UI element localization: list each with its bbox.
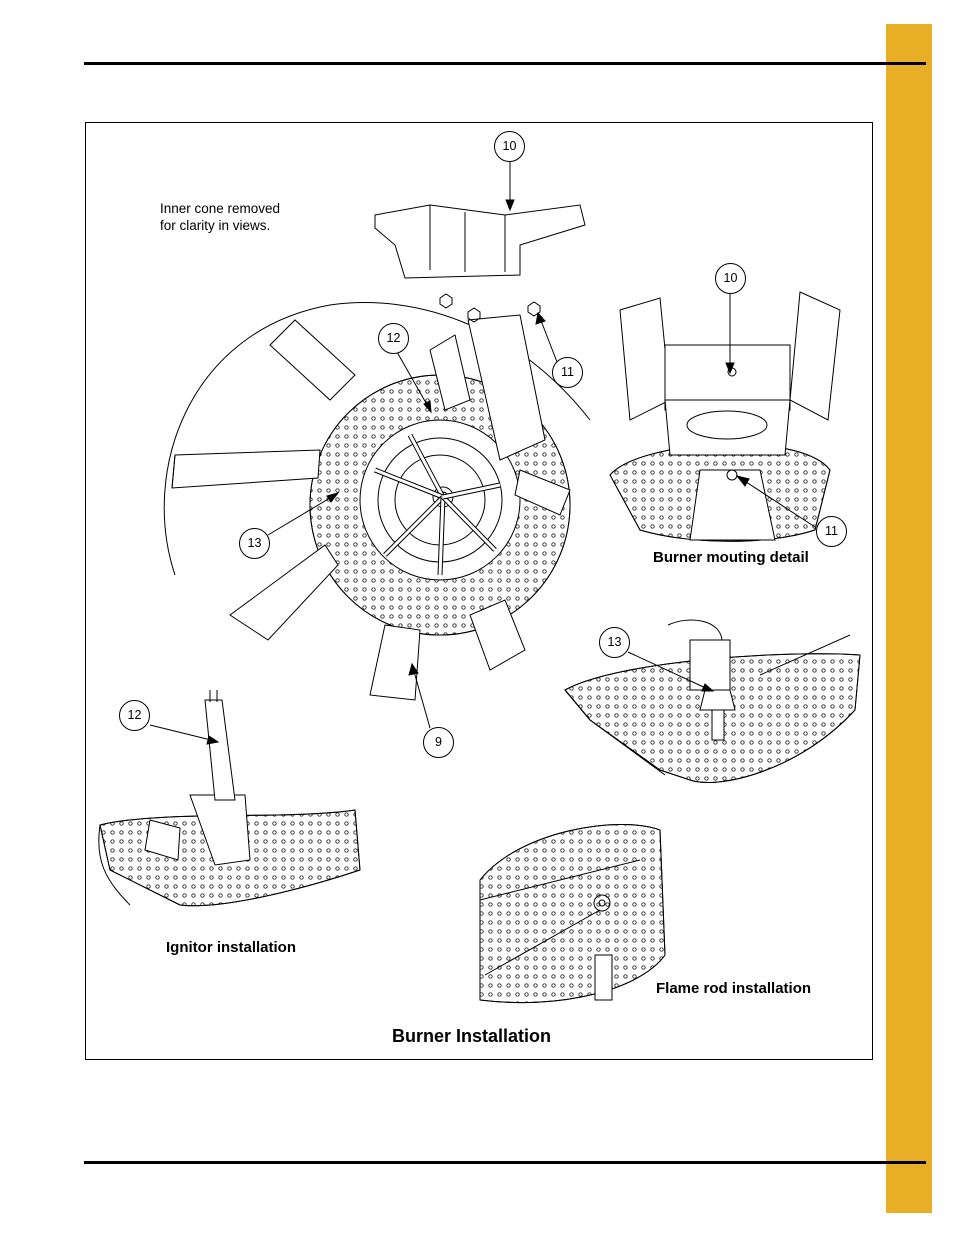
footer-rule (84, 1161, 926, 1164)
leader-lines (149, 161, 816, 745)
flame-rod-installation-view (479, 823, 666, 1004)
clarity-note: Inner cone removed for clarity in views. (160, 200, 280, 234)
callout-10-detail: 10 (715, 263, 746, 294)
callout-11-detail: 11 (816, 516, 847, 547)
section-tab (886, 24, 932, 1213)
callout-12-main: 12 (378, 323, 409, 354)
mounting-detail-view (609, 291, 841, 542)
callout-10-top: 10 (494, 131, 525, 162)
caption-flame-rod-installation: Flame rod installation (656, 980, 812, 997)
ignitor-detail-view (98, 690, 361, 907)
callout-13-main: 13 (239, 528, 270, 559)
figure-frame (85, 122, 873, 1060)
callout-12-ignitor: 12 (119, 700, 150, 731)
main-burner-view (163, 204, 591, 701)
callout-9: 9 (423, 727, 454, 758)
caption-mounting-detail: Burner mouting detail (653, 549, 809, 566)
callout-11-main: 11 (552, 357, 583, 388)
clarity-note-text: Inner cone removed for clarity in views. (160, 201, 281, 233)
figure-title: Burner Installation (392, 1026, 552, 1046)
callout-13-detail: 13 (599, 627, 630, 658)
flame-rod-detail-view (564, 619, 861, 783)
header-rule (84, 62, 926, 65)
caption-ignitor-installation: Ignitor installation (166, 939, 296, 956)
